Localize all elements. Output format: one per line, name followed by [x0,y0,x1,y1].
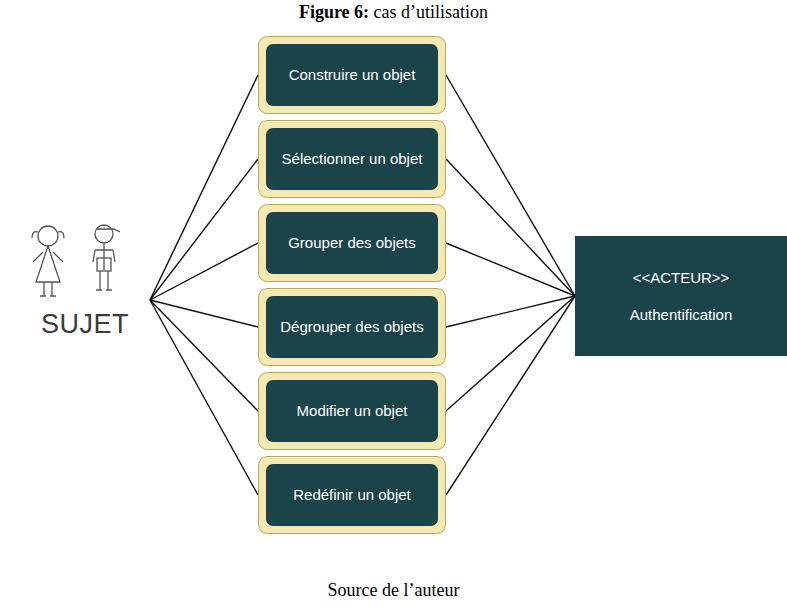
use-case-fill: Construire un objet [266,44,438,106]
association-line [150,300,258,411]
association-line [150,159,258,300]
association-line [446,296,575,327]
association-line [446,75,575,296]
use-case-label: Dégrouper des objets [280,316,423,338]
girl-figure [32,226,64,296]
association-line [446,243,575,296]
use-case-box: Redéfinir un objet [258,456,446,534]
use-case-fill: Modifier un objet [266,380,438,442]
association-line [446,296,575,495]
figure-caption: Source de l’auteur [0,580,787,601]
use-case-label: Redéfinir un objet [293,484,411,506]
use-case-box: Modifier un objet [258,372,446,450]
actor-figure: SUJET [20,222,150,340]
use-case-label: Sélectionner un objet [282,148,423,170]
actor-name: SUJET [41,309,129,340]
use-case-box: Dégrouper des objets [258,288,446,366]
actor-label: <<ACTEUR>> [633,269,730,286]
use-case-box: Grouper des objets [258,204,446,282]
use-case-label: Modifier un objet [297,400,408,422]
figure-title: Figure 6: cas d’utilisation [0,2,787,23]
actor-box: <<ACTEUR>> Authentification [575,236,787,356]
use-case-fill: Dégrouper des objets [266,296,438,358]
association-line [150,75,258,300]
use-case-fill: Grouper des objets [266,212,438,274]
association-line [446,296,575,411]
use-case-box: Sélectionner un objet [258,120,446,198]
use-case-label: Grouper des objets [288,232,416,254]
boy-figure [93,225,120,290]
association-line [150,300,258,327]
use-case-fill: Sélectionner un objet [266,128,438,190]
association-line [446,159,575,296]
use-case-box: Construire un objet [258,36,446,114]
actor-label: Authentification [630,306,733,323]
association-line [150,300,258,495]
association-line [150,243,258,300]
use-case-fill: Redéfinir un objet [266,464,438,526]
use-case-label: Construire un objet [289,64,416,86]
